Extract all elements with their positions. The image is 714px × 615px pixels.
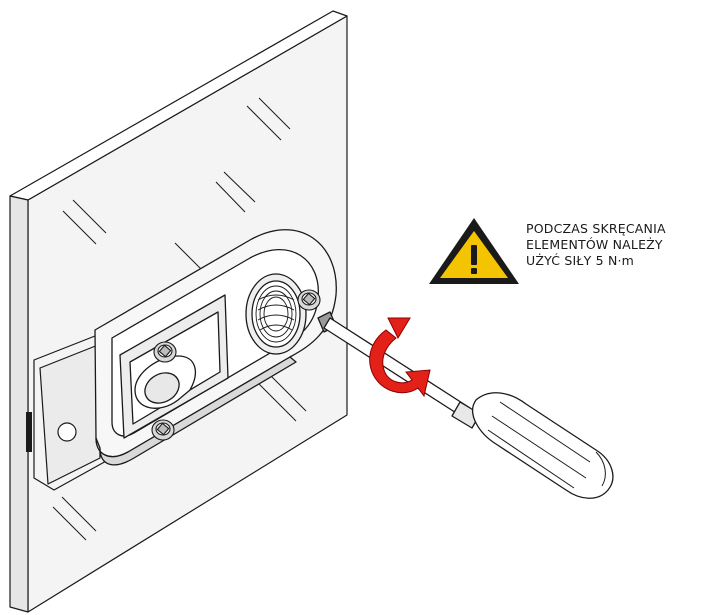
rotation-arrow-icon <box>369 317 431 398</box>
warning-line-3: UŻYĆ SIŁY 5 N·m <box>526 253 635 268</box>
glass-reflections <box>52 97 307 541</box>
warning-message: PODCZAS SKRĘCANIA ELEMENTÓW NALEŻY UŻYĆ … <box>526 221 712 269</box>
warning-line-1: PODCZAS SKRĘCANIA <box>526 221 666 236</box>
warning-triangle-icon <box>429 218 519 284</box>
screw-icon <box>151 289 321 441</box>
warning-line-2: ELEMENTÓW NALEŻY <box>526 237 663 252</box>
mounting-plate <box>94 229 337 466</box>
screwdriver <box>317 311 614 499</box>
back-plate <box>26 335 109 491</box>
